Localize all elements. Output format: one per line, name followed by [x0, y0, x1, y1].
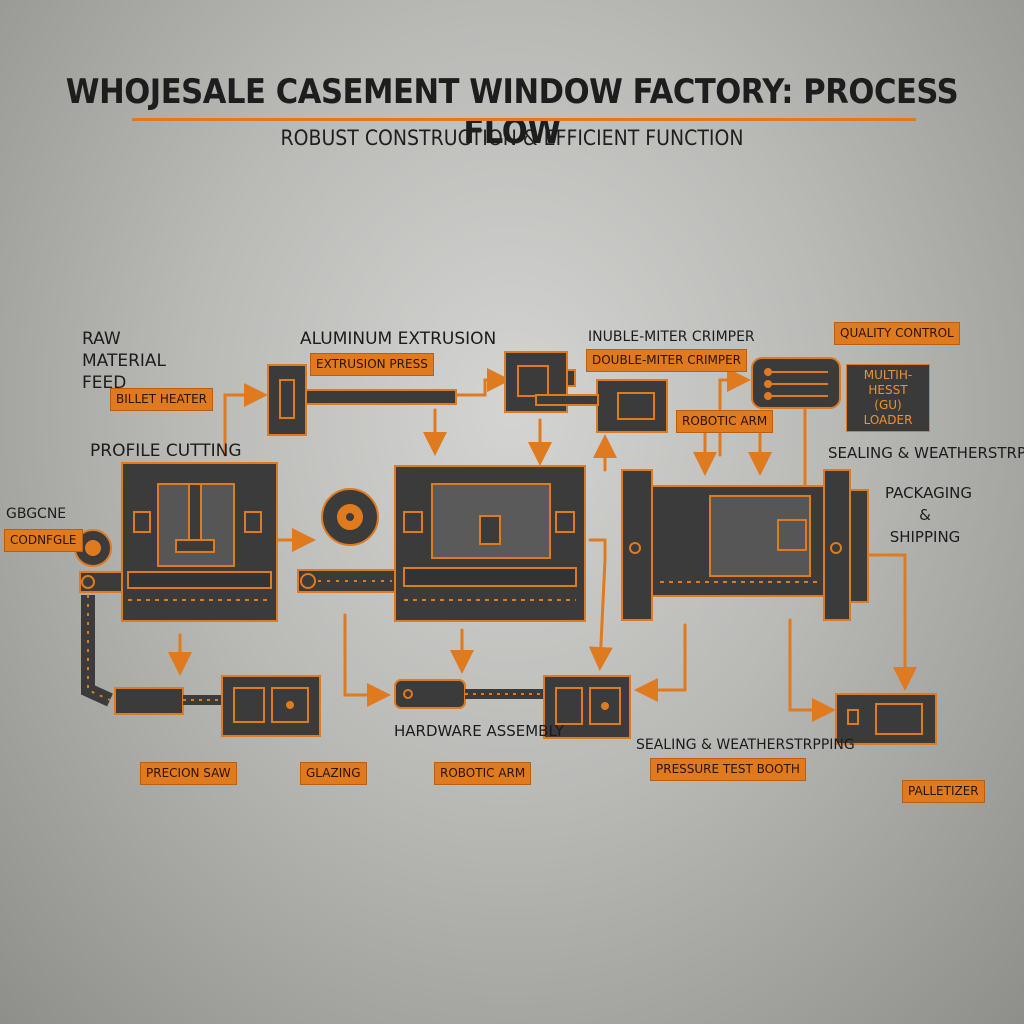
arrow-crimper-right [588, 538, 613, 671]
tag-palletizer: PALLETIZER [902, 780, 985, 803]
label-profile-cutting: PROFILE CUTTING [90, 441, 242, 461]
center-conveyor [297, 569, 399, 593]
center-gear [321, 488, 379, 546]
extrusion-press [267, 364, 457, 436]
label-inuble-miter-crimper: INUBLE-MITER CRIMPER [588, 329, 755, 345]
label-sealing-weatherstripping-bottom: SEALING & WEATHERSTRPPING [636, 737, 855, 753]
arrow-glazing-up [343, 613, 391, 707]
left-conveyor [79, 571, 129, 707]
tag-precion-saw: PRECION SAW [140, 762, 237, 785]
flow-arrows [168, 368, 917, 722]
pressure-test-booth [543, 675, 631, 739]
hardware-assembly-line [394, 679, 545, 709]
tag-quality-control: QUALITY CONTROL [834, 322, 960, 345]
label-aluminum-extrusion: ALUMINUM EXTRUSION [300, 329, 497, 349]
tag-multi-head-line2: (GU) LOADER [863, 398, 913, 427]
right-machine-block [621, 469, 869, 621]
label-hardware-assembly: HARDWARE ASSEMBLY [394, 722, 564, 740]
label-raw-material-feed: RAW MATERIAL FEED [82, 329, 167, 393]
tag-codnfgle: CODNFGLE [4, 529, 83, 552]
profile-cutting-machine [121, 462, 278, 622]
tag-multi-head-loader: MULTIH-HESST (GU) LOADER [846, 364, 930, 432]
tag-double-miter-crimper: DOUBLE-MITER CRIMPER [586, 349, 748, 372]
tag-robotic-arm-top: ROBOTIC ARM [676, 410, 774, 433]
tag-extrusion-press: EXTRUSION PRESS [310, 353, 434, 376]
arrow-press-to-crimper [453, 368, 511, 397]
tag-pressure-test-booth: PRESSURE TEST BOOTH [650, 758, 806, 781]
arrow-right-to-pallet [788, 618, 836, 722]
arrow-pack-to-pallet [868, 553, 917, 691]
label-gbgcne: GBGCNE [6, 506, 67, 522]
central-machine [394, 465, 586, 622]
arrow-heater-to-press [223, 383, 268, 457]
tag-billet-heater: BILLET HEATER [110, 388, 214, 411]
page-subtitle: ROBUST CONSTRUCTION & EFFICIENT FUNCTION [280, 126, 744, 150]
label-sealing-weatherstripping-top: SEALING & WEATHERSTRPPING [828, 444, 1024, 462]
left-gear [74, 529, 112, 567]
label-packaging-shipping: PACKAGING & SHIPPING [885, 484, 973, 546]
precision-saw [114, 687, 222, 715]
tag-multi-head-line1: MULTIH-HESST [863, 368, 913, 397]
tag-glazing: GLAZING [300, 762, 367, 785]
tag-robotic-arm-bottom: ROBOTIC ARM [434, 762, 532, 785]
glazing-station [221, 675, 321, 737]
palletizer-machine [835, 693, 937, 745]
crimper-machine [504, 351, 668, 433]
arrow-test-to-right [634, 623, 687, 702]
title-underline [132, 118, 916, 121]
quality-control-unit [751, 357, 841, 409]
